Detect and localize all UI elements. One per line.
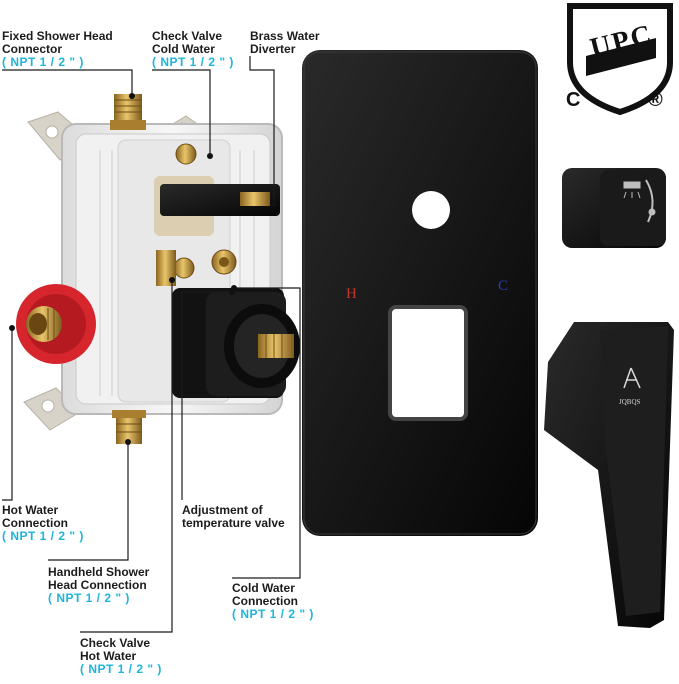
callout-check-cold-line1: Check Valve	[152, 29, 223, 43]
leader-adjust	[181, 291, 230, 500]
diverter-knob	[562, 168, 666, 248]
temperature-cartridge	[172, 288, 300, 398]
callout-adjust-line1: Adjustment of	[182, 503, 263, 517]
callout-diverter: Brass Water Diverter	[250, 30, 320, 56]
callout-cold-conn-line2: Connection	[232, 594, 298, 608]
rough-in-valve	[16, 94, 300, 444]
leader-hot-conn	[2, 330, 13, 501]
callout-fixed-head: Fixed Shower Head Connector ( NPT 1 / 2 …	[2, 30, 113, 69]
callout-diverter-line1: Brass Water	[250, 29, 320, 43]
cold-side-mark: C	[498, 278, 509, 294]
callout-check-hot-line1: Check Valve	[80, 636, 151, 650]
shower-head-icon	[623, 179, 656, 223]
callout-adjust: Adjustment of temperature valve	[182, 504, 285, 530]
callout-hot-conn-spec: ( NPT 1 / 2 " )	[2, 529, 84, 543]
callout-adjust-line2: temperature valve	[182, 516, 285, 530]
trim-plate	[302, 50, 538, 536]
callout-hot-conn-line1: Hot Water	[2, 503, 59, 517]
leader-handheld	[48, 444, 129, 561]
callout-check-cold: Check Valve Cold Water ( NPT 1 / 2 " )	[152, 30, 234, 69]
callout-cold-conn-spec: ( NPT 1 / 2 " )	[232, 607, 314, 621]
callout-cold-conn: Cold Water Connection ( NPT 1 / 2 " )	[232, 582, 314, 621]
leader-lines	[2, 56, 301, 633]
lever-handle	[544, 322, 674, 628]
callout-fixed-head-line1: Fixed Shower Head	[2, 29, 113, 43]
callout-handheld-line1: Handheld Shower	[48, 565, 150, 579]
callout-hot-conn-line2: Connection	[2, 516, 68, 530]
handle-brand-text: JQBQS	[619, 398, 641, 406]
upc-r-mark: ®	[648, 89, 663, 111]
upc-c-mark: C	[566, 89, 581, 111]
leader-check-cold	[152, 69, 211, 154]
brand-logo-icon	[623, 367, 641, 389]
callout-handheld-spec: ( NPT 1 / 2 " )	[48, 591, 130, 605]
callout-handheld-line2: Head Connection	[48, 578, 147, 592]
callout-hot-conn: Hot Water Connection ( NPT 1 / 2 " )	[2, 504, 84, 543]
callout-cold-conn-line1: Cold Water	[232, 581, 295, 595]
plate-handle-opening	[388, 305, 468, 421]
callout-check-hot-line2: Hot Water	[80, 649, 137, 663]
leader-check-hot	[80, 282, 173, 633]
leader-dots	[9, 93, 277, 445]
callout-fixed-head-line2: Connector	[2, 42, 62, 56]
callout-check-cold-spec: ( NPT 1 / 2 " )	[152, 55, 234, 69]
callout-handheld: Handheld Shower Head Connection ( NPT 1 …	[48, 566, 149, 605]
hot-side-mark: H	[346, 286, 357, 302]
handheld-connector	[112, 410, 146, 444]
callout-check-hot-spec: ( NPT 1 / 2 " )	[80, 662, 162, 676]
fixed-head-connector	[110, 94, 146, 130]
leader-fixed-head	[2, 69, 133, 94]
brass-diverter	[154, 143, 280, 286]
plate-diverter-hole	[412, 191, 450, 229]
callout-check-cold-line2: Cold Water	[152, 42, 215, 56]
callout-diverter-line2: Diverter	[250, 42, 296, 56]
upc-certification-logo	[567, 3, 673, 116]
leader-cold-conn	[232, 287, 301, 579]
hot-water-inlet	[16, 284, 96, 364]
leader-diverter	[249, 56, 275, 202]
callout-fixed-head-spec: ( NPT 1 / 2 " )	[2, 55, 84, 69]
callout-check-hot: Check Valve Hot Water ( NPT 1 / 2 " )	[80, 637, 162, 676]
